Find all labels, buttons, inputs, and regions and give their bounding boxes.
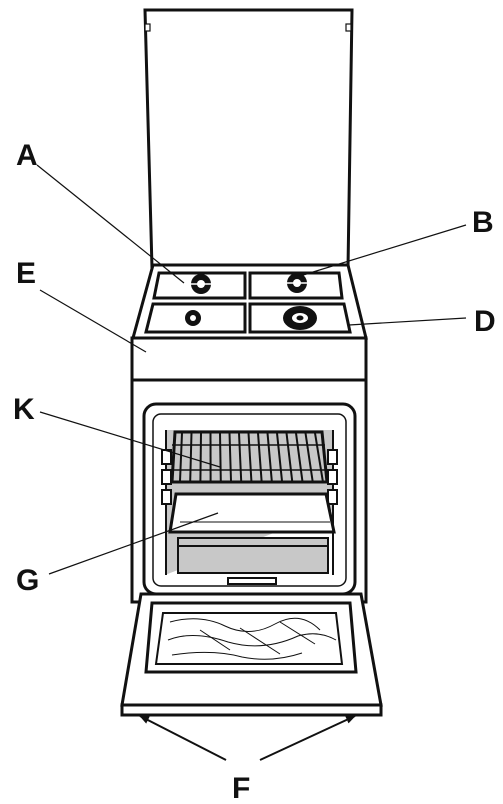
leader-f-right [259, 715, 356, 761]
burner-small-rear-left [190, 274, 212, 294]
rack-bar [257, 432, 263, 482]
oven-rack [170, 430, 329, 484]
label-d: D [474, 305, 496, 338]
oven-side-runners [161, 430, 338, 575]
rack-bar [285, 432, 294, 482]
leader-a [36, 164, 185, 284]
leader-e [39, 289, 147, 353]
leader-d [348, 317, 467, 326]
label-a: A [16, 139, 38, 172]
door-glass-reflection [167, 617, 337, 660]
leader-lines [36, 164, 467, 761]
rack-bar [219, 432, 222, 482]
lid [143, 8, 354, 270]
rack-bar [179, 432, 183, 482]
rack-bar [228, 432, 232, 482]
hob [131, 263, 368, 340]
drip-tray [168, 492, 336, 534]
label-b: B [472, 206, 494, 239]
label-f: F [232, 772, 250, 804]
leader-b [299, 224, 467, 277]
label-e: E [16, 257, 36, 290]
rack-bar [314, 432, 324, 482]
burner-triple-crown-front-right [283, 306, 317, 330]
leader-k [39, 411, 221, 468]
rack-bar [295, 432, 304, 482]
rack-bar [247, 432, 253, 482]
oven-lower-cavity [177, 537, 329, 585]
rack-bar [304, 432, 314, 482]
rack-bar [189, 432, 193, 482]
rack-bar [199, 432, 202, 482]
rack-bar [276, 432, 283, 482]
burner-small-rear-right [286, 273, 308, 293]
label-g: G [16, 564, 39, 597]
labels: A B D E K G F [13, 139, 496, 804]
label-k: K [13, 393, 35, 426]
burner-auxiliary-front-left [185, 310, 201, 326]
rack-bar [238, 432, 243, 482]
oven-door [120, 592, 383, 717]
leader-g [48, 512, 219, 575]
rack-bar [266, 432, 273, 482]
control-panel [130, 336, 368, 382]
leader-f-left [139, 715, 227, 761]
